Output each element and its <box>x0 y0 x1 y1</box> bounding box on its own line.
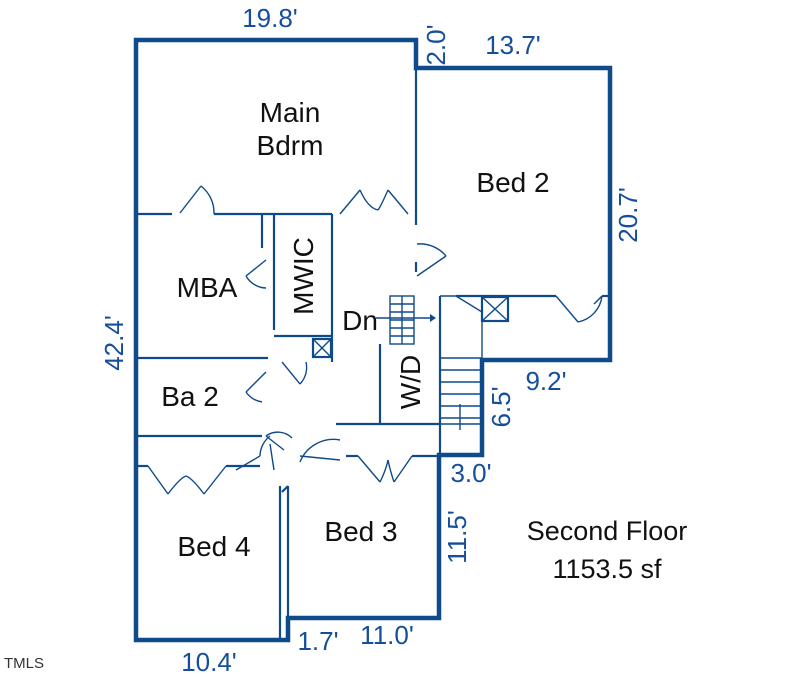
dim-offset-3-0: 3.0' <box>450 458 491 488</box>
room-labels: Main Bdrm Bed 2 MBA MWIC Dn W/D Ba 2 Bed… <box>161 97 549 562</box>
floor-title: Second Floor <box>527 516 688 546</box>
dim-step-2: 2.0' <box>421 24 451 65</box>
mba-label: MBA <box>177 272 238 303</box>
dim-bed2-depth: 20.7' <box>613 187 643 243</box>
main-bdrm-label-line1: Main <box>260 97 321 128</box>
bed3-label: Bed 3 <box>324 516 397 547</box>
floor-summary: Second Floor 1153.5 sf <box>527 516 688 584</box>
dim-step-1-7: 1.7' <box>297 626 338 656</box>
chase-boxes <box>311 295 510 359</box>
dim-bottom-left: 10.4' <box>181 647 237 677</box>
ba2-label: Ba 2 <box>161 381 219 412</box>
dim-offset-6-5: 6.5' <box>486 386 516 427</box>
main-bdrm-label-line2: Bdrm <box>257 130 324 161</box>
bed4-label: Bed 4 <box>177 531 250 562</box>
bed2-label: Bed 2 <box>476 167 549 198</box>
stairs-down-label: Dn <box>342 305 378 336</box>
dimension-labels: 19.8' 2.0' 13.7' 20.7' 42.4' 9.2' 6.5' 3… <box>99 3 643 677</box>
dim-bottom-right: 11.0' <box>360 620 414 650</box>
watermark-label: TMLS <box>4 655 44 672</box>
dim-bed2-width: 13.7' <box>485 30 541 60</box>
dim-top-width: 19.8' <box>242 3 298 33</box>
floor-area: 1153.5 sf <box>552 554 662 584</box>
dim-bed3-depth: 11.5' <box>442 510 472 564</box>
dim-offset-9-2: 9.2' <box>525 366 566 396</box>
dim-left-depth: 42.4' <box>99 315 129 371</box>
stairs <box>376 295 483 430</box>
wd-label: W/D <box>395 355 426 409</box>
mwic-label: MWIC <box>288 237 319 315</box>
door-swings <box>147 185 603 495</box>
